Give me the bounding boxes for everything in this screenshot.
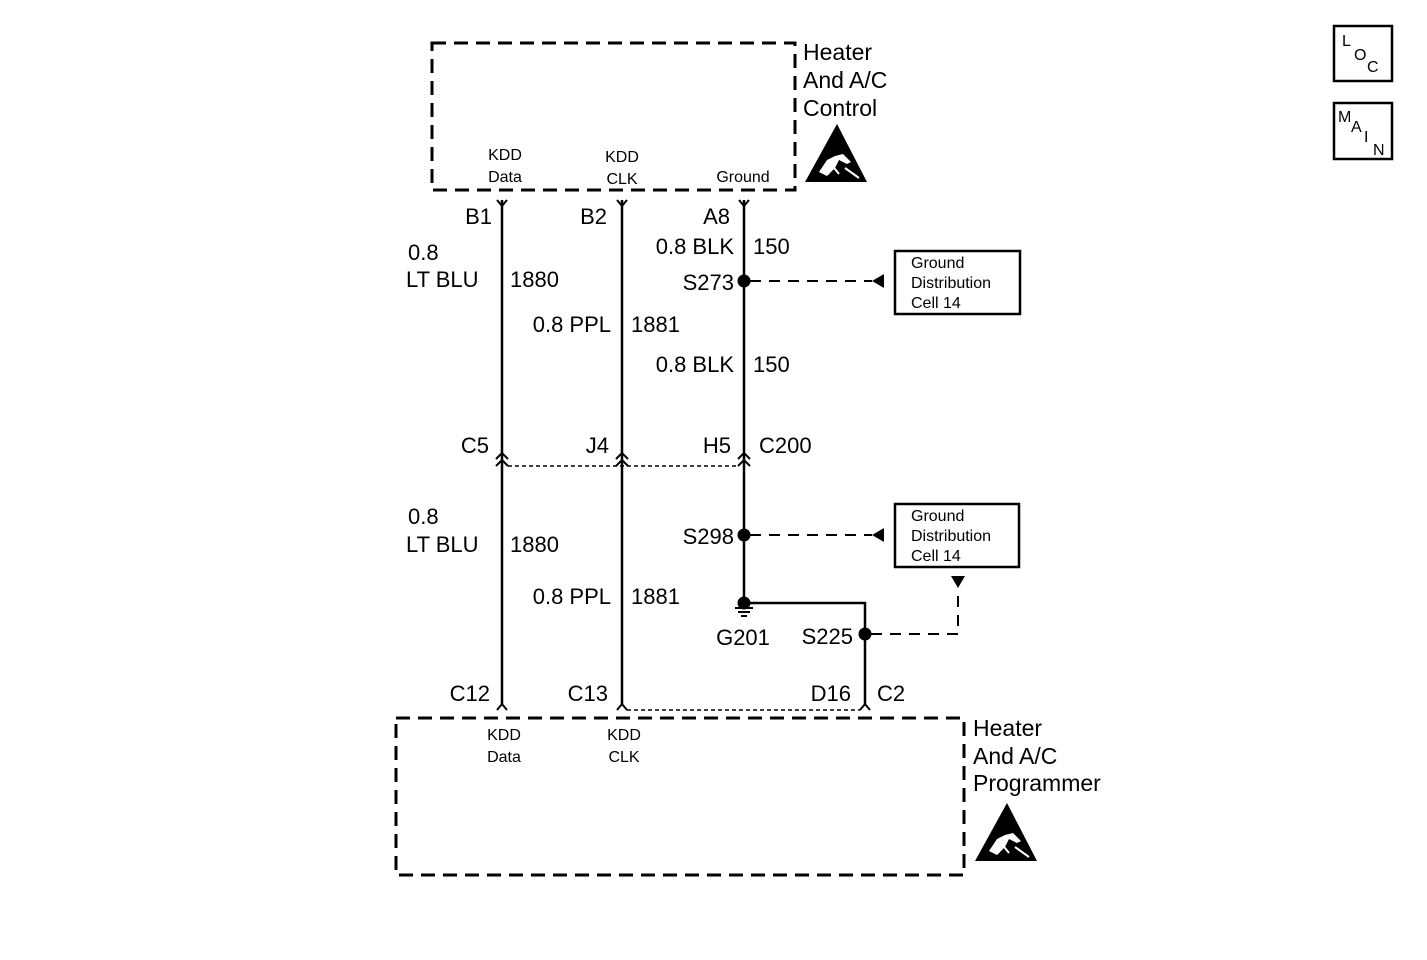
wire-blu-bot-color: LT BLU bbox=[406, 532, 479, 557]
heater-ac-control: Heater And A/C Control KDD Data KDD CLK … bbox=[430, 39, 887, 192]
pin-c13 bbox=[616, 702, 628, 711]
wire-blu-top-circuit: 1880 bbox=[510, 267, 559, 292]
splice-s298-dot bbox=[737, 528, 751, 542]
wire-blk-a-circuit: 150 bbox=[753, 234, 790, 259]
main-letter-a: A bbox=[1351, 119, 1362, 136]
ground-g201-label: G201 bbox=[716, 625, 770, 650]
main-letter-i: I bbox=[1364, 129, 1368, 146]
programmer-pin-kdd-data-line2: Data bbox=[487, 749, 521, 766]
wire-blu-bot-size: 0.8 bbox=[408, 504, 439, 529]
pin-c5 bbox=[495, 451, 509, 460]
main-letter-m: M bbox=[1338, 109, 1351, 126]
wire-blk-a-spec: 0.8 BLK bbox=[656, 234, 735, 259]
control-pin-kdd-clk-line1: KDD bbox=[605, 149, 639, 166]
wire-ppl-top-circuit: 1881 bbox=[631, 312, 680, 337]
splice-s298-label: S298 bbox=[683, 524, 734, 549]
pin-h5 bbox=[737, 451, 751, 460]
ground-distribution-ref-1[interactable]: Ground Distribution Cell 14 bbox=[893, 249, 1022, 316]
programmer-title-line1: Heater bbox=[973, 715, 1042, 741]
heater-ac-programmer: Heater And A/C Programmer KDD Data KDD C… bbox=[394, 715, 1101, 877]
loc-button[interactable]: L O C bbox=[1332, 24, 1394, 83]
terminal-c2: C2 bbox=[877, 681, 905, 706]
wire-blu-top-color: LT BLU bbox=[406, 267, 479, 292]
control-pin-kdd-data-line1: KDD bbox=[488, 147, 522, 164]
terminal-a8: A8 bbox=[703, 204, 730, 229]
terminal-j4: J4 bbox=[586, 433, 609, 458]
programmer-title-line2: And A/C bbox=[973, 743, 1057, 769]
control-title-line1: Heater bbox=[803, 39, 872, 65]
wire-blk-b-spec: 0.8 BLK bbox=[656, 352, 735, 377]
s225-ref-arrow bbox=[951, 576, 965, 588]
esd-warning-icon bbox=[975, 803, 1037, 861]
control-title-line3: Control bbox=[803, 95, 877, 121]
ref-1-line1: Ground bbox=[911, 255, 964, 272]
ref-1-line3: Cell 14 bbox=[911, 295, 961, 312]
terminal-b2: B2 bbox=[580, 204, 607, 229]
wire-blu-top-size: 0.8 bbox=[408, 240, 439, 265]
splice-s273-label: S273 bbox=[683, 270, 734, 295]
programmer-pin-kdd-clk-line1: KDD bbox=[607, 727, 641, 744]
programmer-title-line3: Programmer bbox=[973, 770, 1101, 796]
control-pin-kdd-clk-line2: CLK bbox=[606, 171, 637, 188]
terminal-c12: C12 bbox=[450, 681, 490, 706]
wire-blk-b-circuit: 150 bbox=[753, 352, 790, 377]
pin-b2 bbox=[616, 199, 628, 208]
pin-h5b bbox=[737, 458, 751, 467]
terminal-b1: B1 bbox=[465, 204, 492, 229]
splice-s273-dot bbox=[737, 274, 751, 288]
pin-c5b bbox=[495, 458, 509, 467]
pin-b1 bbox=[496, 199, 508, 208]
splice-s225-label: S225 bbox=[802, 624, 853, 649]
connector-pins bbox=[495, 199, 871, 711]
ref-2-line2: Distribution bbox=[911, 528, 991, 545]
ref-2-line1: Ground bbox=[911, 508, 964, 525]
terminal-d16: D16 bbox=[811, 681, 851, 706]
ref-1-line2: Distribution bbox=[911, 275, 991, 292]
programmer-pin-kdd-data-line1: KDD bbox=[487, 727, 521, 744]
control-box bbox=[430, 41, 797, 192]
wire-ppl-bot-spec: 0.8 PPL bbox=[533, 584, 611, 609]
main-button[interactable]: M A I N bbox=[1332, 101, 1394, 161]
esd-warning-icon bbox=[805, 124, 867, 182]
programmer-pin-kdd-clk-line2: CLK bbox=[608, 749, 639, 766]
wire-ppl-bot-circuit: 1881 bbox=[631, 584, 680, 609]
wire-blu-bot-circuit: 1880 bbox=[510, 532, 559, 557]
terminal-c13: C13 bbox=[568, 681, 608, 706]
main-letter-n: N bbox=[1373, 142, 1385, 159]
ground-distribution-ref-2[interactable]: Ground Distribution Cell 14 bbox=[893, 502, 1021, 569]
pin-j4b bbox=[615, 458, 629, 467]
connector-c200: C200 bbox=[759, 433, 812, 458]
s273-ref-arrow bbox=[872, 274, 884, 288]
terminal-c5: C5 bbox=[461, 433, 489, 458]
s298-ref-arrow bbox=[872, 528, 884, 542]
loc-letter-l: L bbox=[1342, 33, 1351, 50]
pin-j4 bbox=[615, 451, 629, 460]
control-title-line2: And A/C bbox=[803, 67, 887, 93]
programmer-box bbox=[394, 716, 966, 877]
terminal-h5: H5 bbox=[703, 433, 731, 458]
control-pin-ground: Ground bbox=[716, 169, 769, 186]
pin-c2 bbox=[859, 702, 871, 711]
s225-ref-line bbox=[871, 590, 959, 635]
pin-a8 bbox=[738, 199, 750, 208]
pin-c12 bbox=[496, 702, 508, 711]
control-pin-kdd-data-line2: Data bbox=[488, 169, 522, 186]
wire-ppl-top-spec: 0.8 PPL bbox=[533, 312, 611, 337]
ref-box-1 bbox=[893, 249, 1022, 316]
ground-icon bbox=[735, 596, 753, 617]
ref-box-2 bbox=[893, 502, 1021, 569]
ref-2-line3: Cell 14 bbox=[911, 548, 961, 565]
loc-letter-o: O bbox=[1354, 47, 1366, 64]
wire-ground-branch bbox=[744, 601, 867, 706]
loc-letter-c: C bbox=[1367, 59, 1379, 76]
splice-s225-dot bbox=[858, 627, 872, 641]
